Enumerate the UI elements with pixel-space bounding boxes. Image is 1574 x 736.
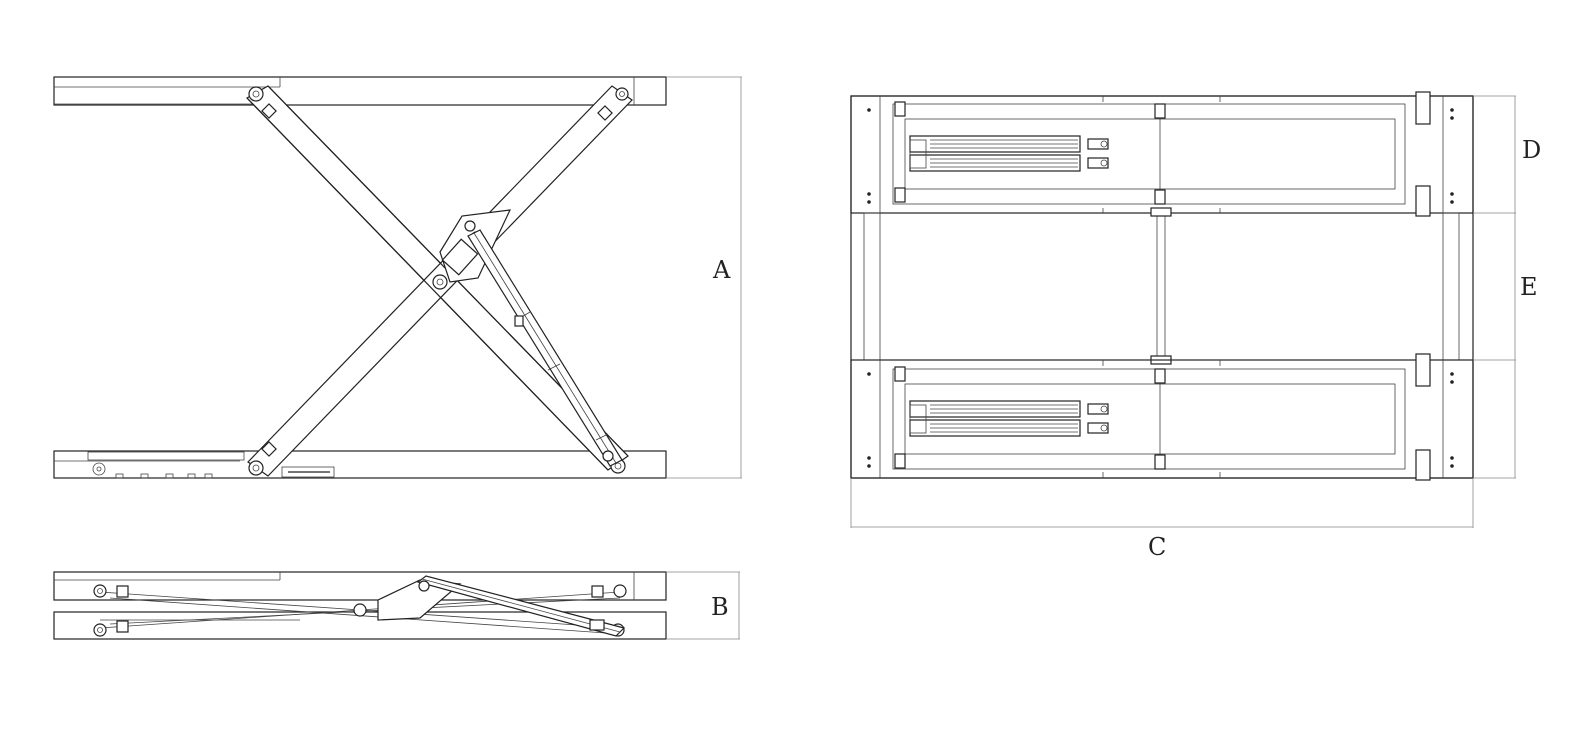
dimension-c: C [850,478,1474,561]
base-frame [53,450,667,479]
wheel-icon [92,462,106,476]
upper-cylinders [909,135,1109,172]
lower-platform [850,359,1474,479]
side-view-raised [53,76,667,479]
label-a: A [712,256,731,284]
dimension-e: E [1473,213,1538,479]
lowered-hydraulic-cylinder [416,575,626,637]
label-e: E [1520,273,1538,301]
center-pivot-icon [432,274,448,290]
lower-cylinders [909,400,1109,437]
pivot-icon [248,86,264,102]
label-b: B [711,593,729,621]
label-d: D [1522,136,1541,164]
label-c: C [1148,533,1166,561]
side-view-lowered [53,571,667,640]
dimension-d: D [1473,95,1541,214]
dimension-a: A [666,76,742,479]
lowered-cylinder-bracket [377,579,462,621]
lowered-top-platform [53,571,667,601]
dimension-b: B [666,571,740,640]
top-view [850,91,1474,481]
top-platform [53,76,667,106]
